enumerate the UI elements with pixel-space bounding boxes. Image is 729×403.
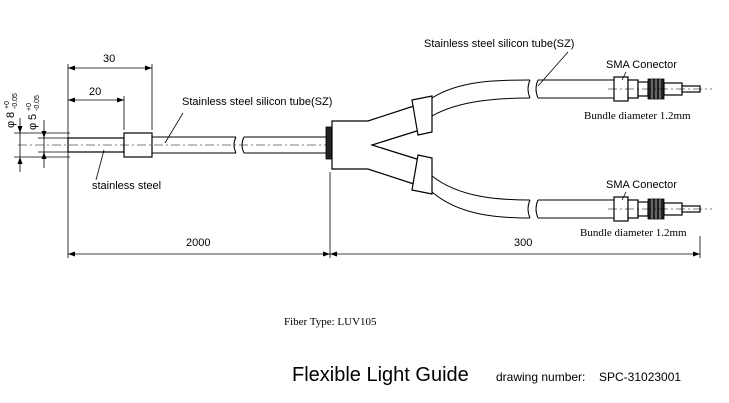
label-bundle-bottom: Bundle diameter 1.2mm (580, 227, 687, 239)
collar-bottom (411, 154, 433, 195)
label-connector-bottom: SMA Conector (606, 179, 677, 191)
label-bundle-top: Bundle diameter 1.2mm (584, 110, 691, 122)
outer-diameter-symbol: φ (5, 121, 17, 128)
label-connector-top: SMA Conector (606, 59, 677, 71)
drawing-number: SPC-31023001 (599, 370, 681, 384)
y-splitter (325, 95, 433, 195)
outer-diameter-label: φ 8 +0 -0.05 (4, 93, 19, 128)
dim-sleeve-length: 20 (89, 86, 101, 98)
label-tube-branch: Stainless steel silicon tube(SZ) (424, 38, 574, 50)
inner-diameter-symbol: φ (27, 123, 39, 130)
dim-branch-length: 300 (514, 237, 532, 249)
dimension-lines (14, 51, 701, 258)
inner-diameter-tol-lower: -0.05 (34, 95, 41, 111)
outer-diameter-tol-upper: +0 (4, 101, 11, 109)
sma-connector-top (608, 76, 712, 102)
dim-overall-length: 30 (103, 53, 115, 65)
fiber-type: Fiber Type: LUV105 (284, 316, 377, 328)
sma-connector-bottom (608, 196, 712, 222)
inner-diameter-value: 5 (27, 114, 39, 120)
drawing-number-label: drawing number: (496, 370, 585, 384)
outer-diameter-tol-lower: -0.05 (12, 93, 19, 109)
main-cable (18, 132, 328, 158)
bottom-branch (431, 175, 712, 222)
top-branch (431, 76, 712, 117)
dim-main-cable-length: 2000 (186, 237, 210, 249)
inner-diameter-label: φ 5 +0 -0.05 (26, 95, 41, 130)
drawing-title: Flexible Light Guide (292, 364, 469, 386)
label-ferrule: stainless steel (92, 180, 161, 192)
inner-diameter-tol-upper: +0 (26, 103, 33, 111)
collar-top (411, 95, 433, 136)
outer-diameter-value: 8 (5, 112, 17, 118)
label-tube-main: Stainless steel silicon tube(SZ) (182, 96, 332, 108)
